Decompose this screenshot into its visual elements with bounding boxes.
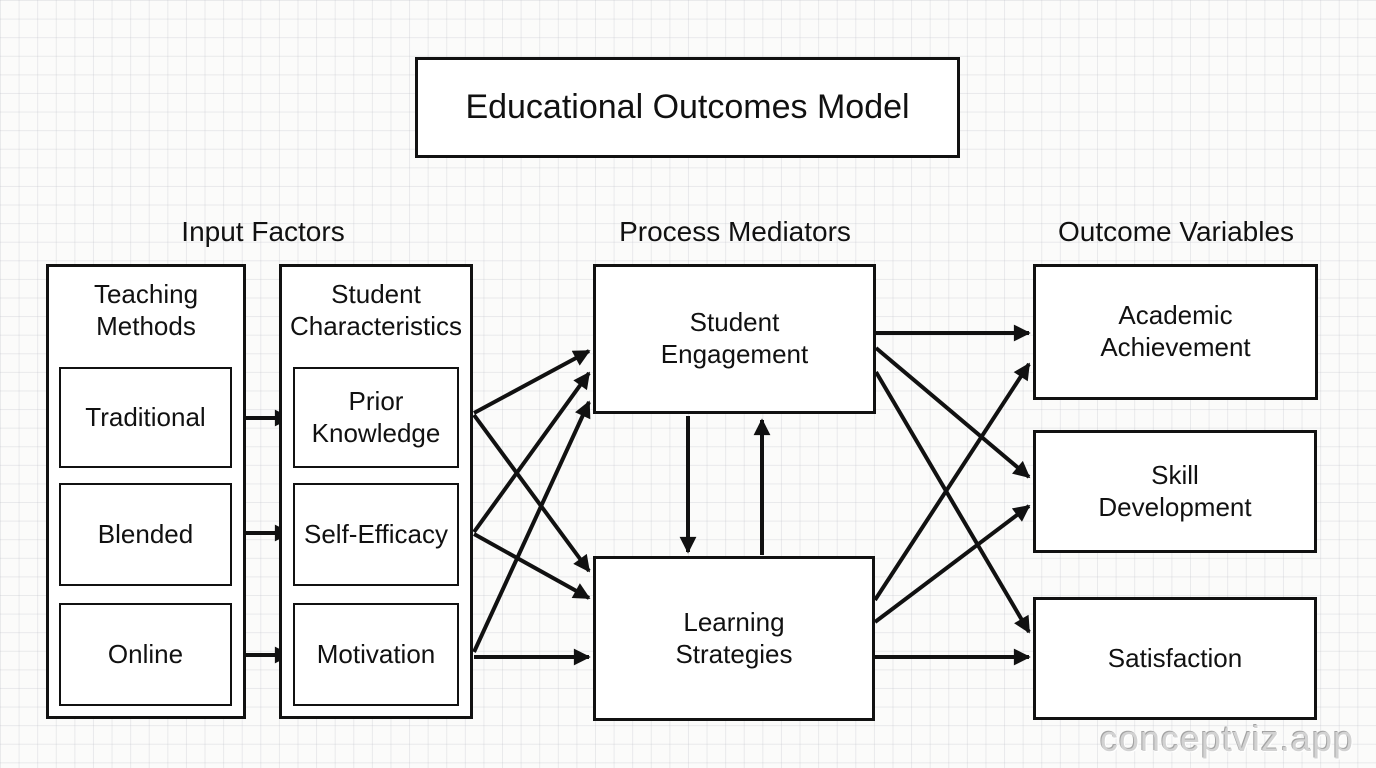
- node-label: Prior Knowledge: [311, 385, 441, 448]
- node-label: Motivation: [316, 638, 436, 669]
- diagram-title: Educational Outcomes Model: [465, 87, 910, 126]
- node-label: Traditional: [85, 401, 206, 432]
- node-label: Learning Strategies: [675, 606, 793, 669]
- watermark: conceptviz.app: [1099, 718, 1354, 759]
- arrow-learning-strategies-to-skill-development: [873, 504, 1031, 624]
- arrow-student-engagement-to-satisfaction: [874, 370, 1031, 634]
- node-academic-achievement: Academic Achievement: [1033, 264, 1318, 400]
- arrow-learning-strategies-to-academic-achievement: [873, 362, 1031, 602]
- node-prior-knowledge: Prior Knowledge: [293, 367, 459, 468]
- node-traditional: Traditional: [59, 367, 232, 468]
- group-label-student-characteristics: Student Characteristics: [290, 279, 462, 341]
- column-header-label: Process Mediators: [619, 216, 851, 247]
- node-self-efficacy: Self-Efficacy: [293, 483, 459, 586]
- column-header-label: Input Factors: [181, 216, 345, 247]
- arrow-student-engagement-to-skill-development: [874, 346, 1031, 479]
- column-header-label: Outcome Variables: [1057, 216, 1295, 247]
- group-label-teaching-methods: Teaching Methods: [93, 279, 199, 341]
- node-label: Skill Development: [1098, 459, 1252, 522]
- node-label: Satisfaction: [1107, 642, 1243, 673]
- node-label: Academic Achievement: [1100, 300, 1251, 362]
- arrow-motivation-to-student-engagement: [472, 400, 591, 653]
- node-learning-strategies: Learning Strategies: [593, 556, 875, 721]
- title-box: Educational Outcomes Model: [415, 57, 960, 158]
- arrow-self-efficacy-to-student-engagement: [472, 371, 591, 534]
- node-label: Blended: [97, 518, 194, 549]
- arrow-self-efficacy-to-learning-strategies: [473, 532, 591, 600]
- node-label: Online: [107, 638, 184, 669]
- node-motivation: Motivation: [293, 603, 459, 706]
- column-header-process-mediators: Process Mediators: [585, 214, 885, 250]
- node-online: Online: [59, 603, 232, 706]
- node-blended: Blended: [59, 483, 232, 586]
- node-student-engagement: Student Engagement: [593, 264, 876, 414]
- arrow-prior-knowledge-to-learning-strategies: [472, 413, 591, 573]
- node-skill-development: Skill Development: [1033, 430, 1317, 553]
- node-label: Self-Efficacy: [303, 518, 448, 549]
- arrow-prior-knowledge-to-student-engagement: [473, 349, 591, 415]
- column-header-input-factors: Input Factors: [113, 214, 413, 250]
- node-label: Student Engagement: [660, 307, 809, 369]
- node-satisfaction: Satisfaction: [1033, 597, 1317, 720]
- column-header-outcome-variables: Outcome Variables: [1026, 214, 1326, 250]
